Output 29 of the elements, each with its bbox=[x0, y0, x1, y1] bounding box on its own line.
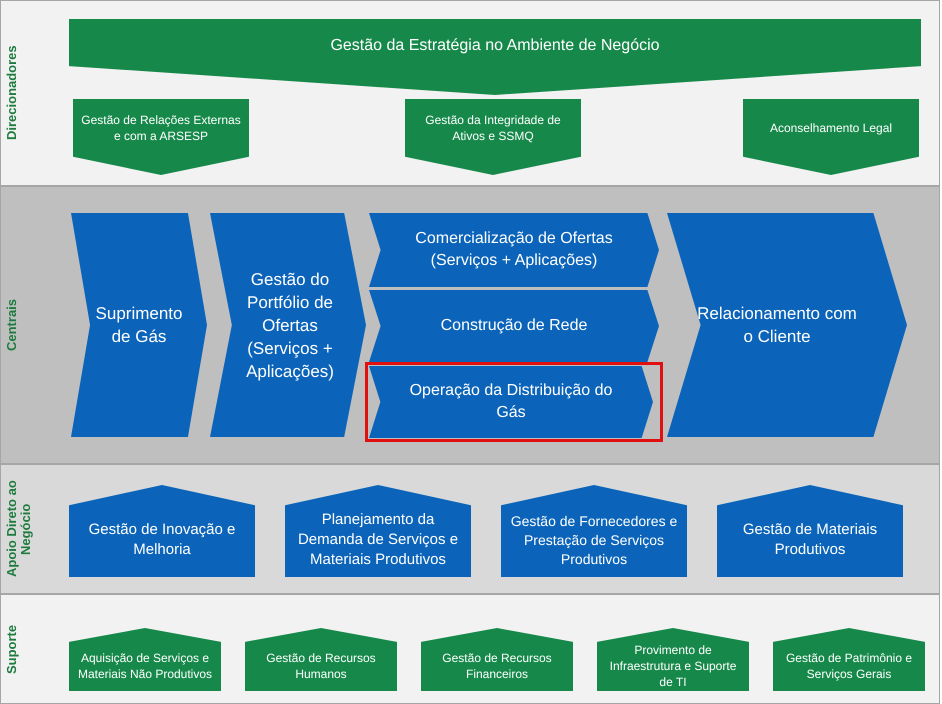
shape-label: Gestão de Relações Externas e com a ARSESP bbox=[80, 112, 242, 144]
band-title: Suporte bbox=[5, 623, 20, 676]
shape-label: Suprimento de Gás bbox=[94, 303, 184, 348]
shape-label: Comercialização de Ofertas (Serviços + Aplicações) bbox=[414, 229, 614, 271]
shape-label: Gestão de Fornecedores e Prestação de Serviços Produtivos bbox=[510, 512, 678, 568]
band-title: Apoio Direto ao Negócio bbox=[5, 480, 34, 580]
band-panel bbox=[0, 0, 940, 186]
band-title: Centrais bbox=[5, 298, 20, 354]
shape-label: Gestão de Recursos Financeiros bbox=[441, 650, 553, 682]
banner-shape bbox=[69, 19, 921, 95]
shape-label: Planejamento da Demanda de Serviços e Materiais Produtivos bbox=[296, 510, 460, 570]
shape-label: Gestão de Inovação e Melhoria bbox=[88, 520, 236, 560]
shape-label: Construção de Rede bbox=[440, 316, 588, 336]
shape-label: Gestão da Integridade de Ativos e SSMQ bbox=[424, 112, 562, 144]
shape-label: Gestão de Materiais Produtivos bbox=[742, 520, 878, 560]
band-title: Direcionadores bbox=[5, 44, 20, 142]
chevron-shape bbox=[210, 213, 366, 437]
band-panel bbox=[0, 594, 940, 704]
shape-label: Aquisição de Serviços e Materiais Não Produtivos bbox=[76, 650, 214, 682]
shape-label: Gestão da Estratégia no Ambiente de Negócio bbox=[330, 36, 660, 56]
shape-label: Provimento de Infraestrutura e Suporte de TI bbox=[608, 642, 738, 690]
shape-label: Operação da Distribuição do Gás bbox=[409, 381, 613, 423]
shape-label: Gestão de Patrimônio e Serviços Gerais bbox=[784, 650, 914, 682]
band-panel bbox=[0, 464, 940, 594]
shape-label: Gestão do Portfólio de Ofertas (Serviços + Aplicações) bbox=[245, 268, 335, 382]
band-panel bbox=[0, 186, 940, 464]
shape-label: Gestão de Recursos Humanos bbox=[265, 650, 377, 682]
shape-label: Relacionamento com o Cliente bbox=[696, 303, 858, 348]
shape-label: Aconselhamento Legal bbox=[770, 120, 892, 136]
